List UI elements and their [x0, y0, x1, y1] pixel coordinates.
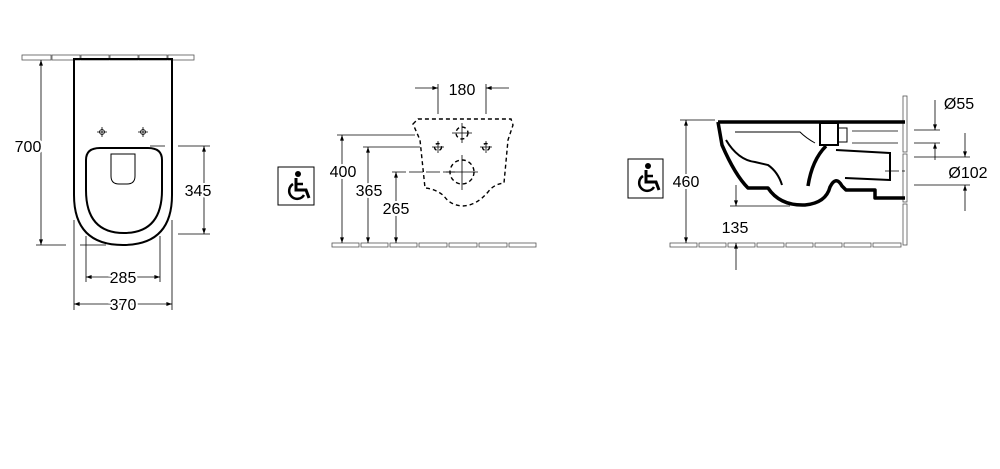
front-view: 700 345 285 370 [13, 54, 213, 316]
wall-strip [21, 54, 195, 61]
dimension-265: 265 [381, 171, 455, 243]
dimension-460: 460 [671, 119, 715, 243]
dimension-370: 370 [73, 220, 173, 316]
dim-700-label: 700 [15, 139, 42, 156]
lid-outline [110, 153, 136, 185]
dimension-345: 345 [150, 145, 213, 235]
dimension-285: 285 [85, 236, 161, 289]
bowl-outline [73, 58, 173, 247]
dimension-700: 700 [13, 60, 106, 246]
floor-strip [331, 242, 537, 248]
mounting-hole-marks [97, 127, 148, 137]
dim-285-label: 285 [110, 270, 137, 287]
side-view: 460 135 Ø55 Ø102 [627, 94, 990, 270]
wheelchair-icon [627, 158, 664, 199]
dim-345-label: 345 [185, 183, 212, 200]
floor-strip [669, 242, 902, 248]
dimension-180: 180 [415, 80, 509, 114]
dim-460-label: 460 [673, 174, 700, 191]
wall-strip [902, 95, 908, 246]
dim-135-label: 135 [722, 220, 749, 237]
dimension-135: 135 [720, 185, 790, 270]
dimension-400: 400 [328, 134, 415, 243]
dim-diameter-102-label: Ø102 [948, 165, 987, 182]
dimension-diameter-55: Ø55 [914, 94, 976, 160]
dimension-diameter-102: Ø102 [914, 133, 990, 211]
dim-370-label: 370 [110, 297, 137, 314]
dim-265-label: 265 [383, 201, 410, 218]
fixing-point-marks [432, 123, 492, 190]
dim-diameter-55-label: Ø55 [944, 96, 974, 113]
dim-180-label: 180 [449, 82, 476, 99]
carrier-outline [412, 118, 514, 207]
dim-400-label: 400 [330, 164, 357, 181]
dimension-365: 365 [354, 146, 420, 243]
wheelchair-icon [277, 166, 315, 206]
toilet-profile [716, 120, 905, 207]
rear-view: 180 400 365 265 [277, 80, 537, 248]
dim-365-label: 365 [356, 183, 383, 200]
seat-outline [85, 147, 163, 235]
